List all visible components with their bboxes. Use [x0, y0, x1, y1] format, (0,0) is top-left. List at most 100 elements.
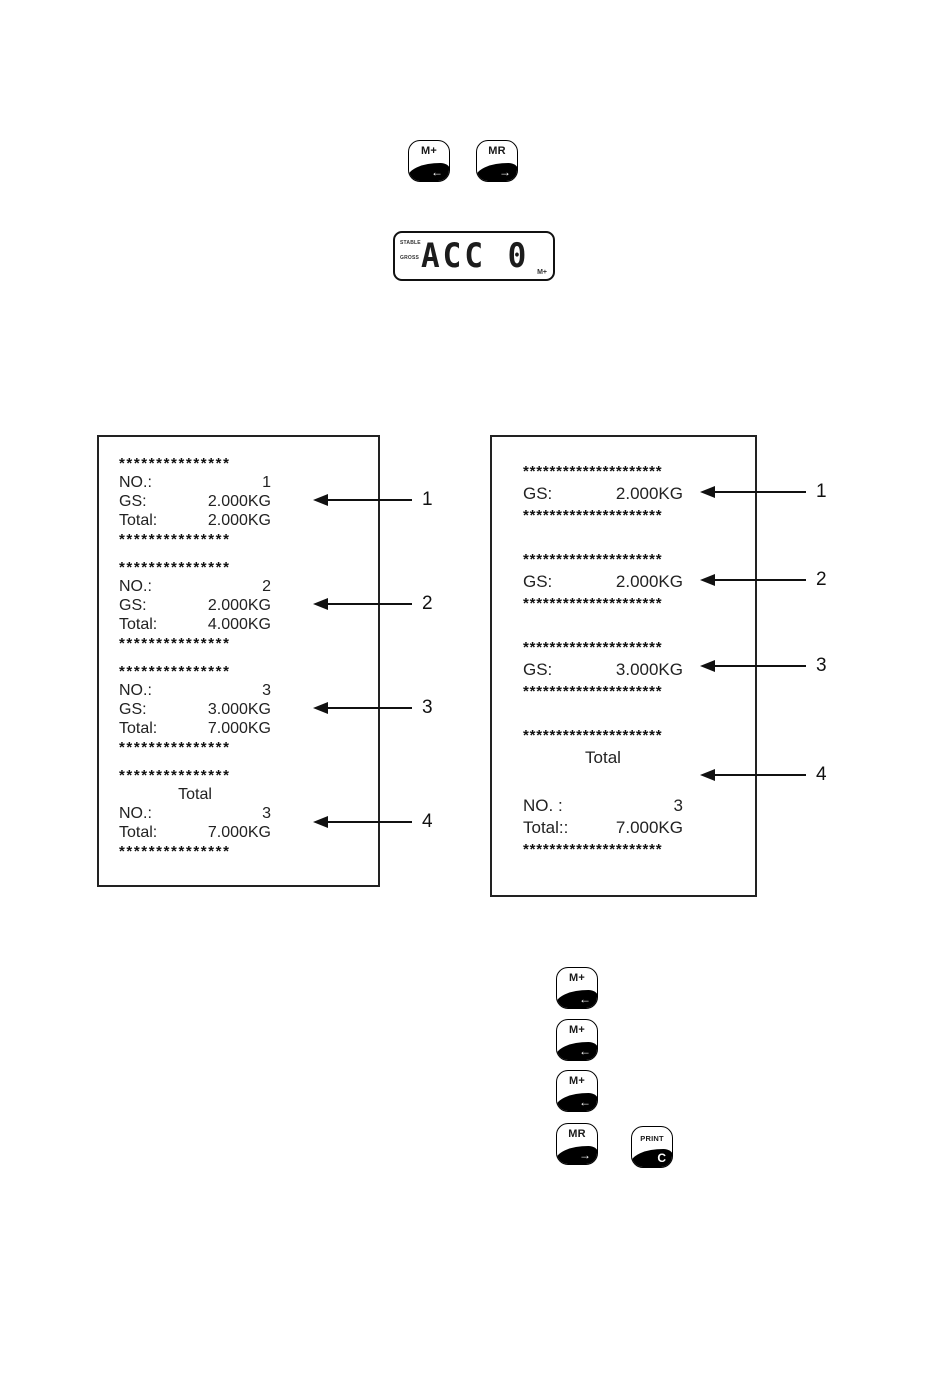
receipt-row-value: 2.000KG — [615, 572, 683, 591]
lcd-annunciators: STABLE GROSS — [400, 240, 421, 261]
receipt-row-value: 4.000KG — [207, 616, 271, 633]
callout-number: 3 — [422, 697, 433, 718]
receipt-row-value: 2.000KG — [207, 512, 271, 529]
stable-annunciator: STABLE — [400, 240, 421, 246]
receipt-row-label: Total: — [119, 616, 158, 633]
callout-line — [328, 820, 412, 824]
left-arrow-icon: ← — [557, 1093, 597, 1111]
separator-stars: *************** — [119, 559, 231, 576]
lcd-value: ACC 0 — [421, 237, 530, 276]
separator-stars: ********************* — [523, 841, 663, 858]
receipt-row: GS: 2.000KG — [119, 596, 271, 615]
callout-right-1: 1 — [700, 481, 827, 502]
m-plus-key-label: M+ — [569, 1024, 585, 1036]
separator-stars: *************** — [119, 767, 231, 784]
separator-stars: *************** — [119, 739, 231, 756]
receipt-row-value: 2.000KG — [207, 597, 271, 614]
callout-left-1: 1 — [313, 489, 433, 510]
receipt-row-value: 3.000KG — [207, 701, 271, 718]
callout-number: 1 — [422, 489, 433, 510]
memory-annunciator: M+ — [537, 269, 547, 276]
left-arrow-glyph: ← — [431, 165, 443, 179]
gross-annunciator: GROSS — [400, 255, 420, 261]
callout-number: 3 — [816, 655, 827, 676]
left-arrow-glyph: ← — [579, 992, 591, 1006]
separator-stars: ********************* — [523, 551, 663, 568]
receipt-row-value: 3.000KG — [615, 660, 683, 679]
callout-right-4: 4 — [700, 764, 827, 785]
separator-stars: ********************* — [523, 507, 663, 524]
callout-right-3: 3 — [700, 655, 827, 676]
left-arrow-icon: ← — [557, 990, 597, 1008]
receipt-row-label: NO.: — [119, 805, 152, 822]
mr-key-label: MR — [568, 1128, 586, 1140]
receipt-row-label: NO.: — [119, 682, 152, 699]
m-plus-key-label: M+ — [569, 972, 585, 984]
receipt-row-label: Total: — [119, 720, 158, 737]
separator-stars: ********************* — [523, 595, 663, 612]
callout-line — [715, 578, 806, 582]
callout-left-2: 2 — [313, 593, 433, 614]
separator-stars: *************** — [119, 455, 231, 472]
mr-key: MR → — [476, 140, 518, 182]
right-arrow-icon: → — [557, 1146, 597, 1164]
receipt-row-label: GS: — [523, 572, 553, 591]
receipt-total-title: Total — [178, 786, 212, 803]
callout-right-2: 2 — [700, 569, 827, 590]
m-plus-key-label: M+ — [421, 145, 437, 157]
receipt-row-label: GS: — [119, 597, 147, 614]
receipt-row-label: NO. : — [523, 796, 563, 815]
clear-glyph: C — [657, 1151, 666, 1165]
receipt-row: NO.: 2 — [119, 577, 271, 596]
lcd-display: STABLE GROSS ACC 0 M+ — [393, 231, 555, 281]
mr-key-label: MR — [488, 145, 506, 157]
receipt-row-value: 3 — [262, 682, 271, 699]
callout-left-4: 4 — [313, 811, 433, 832]
right-arrow-glyph: → — [579, 1148, 591, 1162]
m-plus-key-label: M+ — [569, 1075, 585, 1087]
receipt-row-label: GS: — [523, 660, 553, 679]
left-arrow-icon: ← — [409, 163, 449, 181]
m-plus-key: M+ ← — [556, 1070, 598, 1112]
receipt-row: Total::7.000KG — [523, 817, 683, 839]
callout-line — [715, 490, 806, 494]
receipt-row: NO. :3 — [523, 795, 683, 817]
separator-stars: *************** — [119, 843, 231, 860]
arrowhead-icon — [700, 486, 715, 498]
callout-line — [328, 602, 412, 606]
callout-line — [328, 706, 412, 710]
receipt-row-value: 7.000KG — [207, 720, 271, 737]
receipt-row-value: 2.000KG — [207, 493, 271, 510]
receipt-row-label: GS: — [119, 701, 147, 718]
callout-number: 2 — [816, 569, 827, 590]
receipt-row-label: GS: — [523, 484, 553, 503]
receipt-row-label: NO.: — [119, 578, 152, 595]
receipt-block: ********************* GS: 2.000KG *********… — [523, 549, 755, 615]
print-key: PRINT C — [631, 1126, 673, 1168]
callout-left-3: 3 — [313, 697, 433, 718]
callout-number: 4 — [816, 764, 827, 785]
arrowhead-icon — [700, 660, 715, 672]
separator-stars: ********************* — [523, 727, 663, 744]
print-key-label: PRINT — [640, 1134, 664, 1143]
right-arrow-glyph: → — [499, 165, 511, 179]
callout-line — [715, 773, 806, 777]
receipt-row: Total:2.000KG — [119, 511, 271, 530]
receipt-row: GS: 3.000KG — [523, 659, 683, 681]
arrowhead-icon — [313, 702, 328, 714]
right-arrow-icon: → — [477, 163, 517, 181]
mr-key: MR → — [556, 1123, 598, 1165]
receipt-row: NO.: 3 — [119, 681, 271, 700]
callout-number: 1 — [816, 481, 827, 502]
m-plus-key: M+ ← — [408, 140, 450, 182]
receipt-row: NO.:1 — [119, 473, 271, 492]
receipt-row-value: 2 — [262, 578, 271, 595]
receipt-block: *********************GS:2.000KG*********… — [523, 461, 755, 527]
receipt-row: GS: 2.000KG — [523, 571, 683, 593]
receipt-row-value: 1 — [262, 474, 271, 491]
